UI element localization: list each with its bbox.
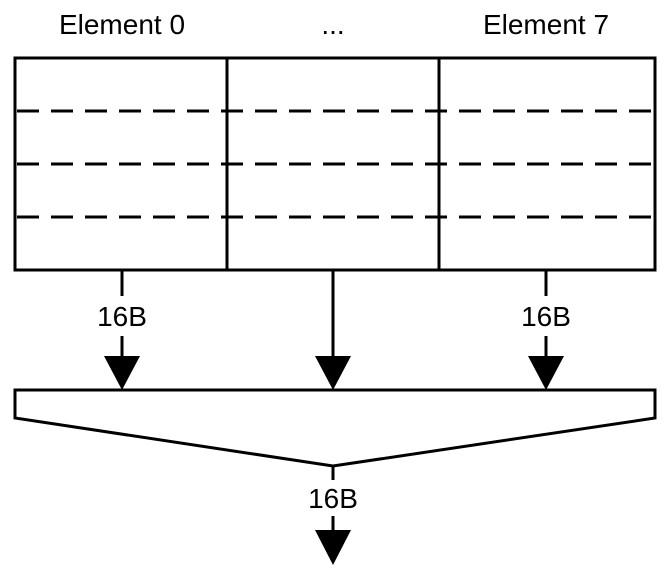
- element-grid: [13, 56, 657, 272]
- header-ellipsis: ...: [321, 9, 344, 40]
- column-dividers: [225, 58, 441, 270]
- arrow-left: [104, 270, 140, 390]
- row-dividers: [17, 109, 653, 219]
- arrow-left-label: 16B: [97, 301, 147, 332]
- arrow-output: [315, 466, 351, 565]
- header-element-7: Element 7: [483, 9, 609, 40]
- arrow-right: [528, 270, 564, 390]
- header-element-0: Element 0: [59, 9, 185, 40]
- arrow-output-label: 16B: [308, 483, 358, 514]
- arrow-middle: [315, 270, 351, 390]
- arrow-right-label: 16B: [521, 301, 571, 332]
- reduction-funnel: [13, 388, 657, 468]
